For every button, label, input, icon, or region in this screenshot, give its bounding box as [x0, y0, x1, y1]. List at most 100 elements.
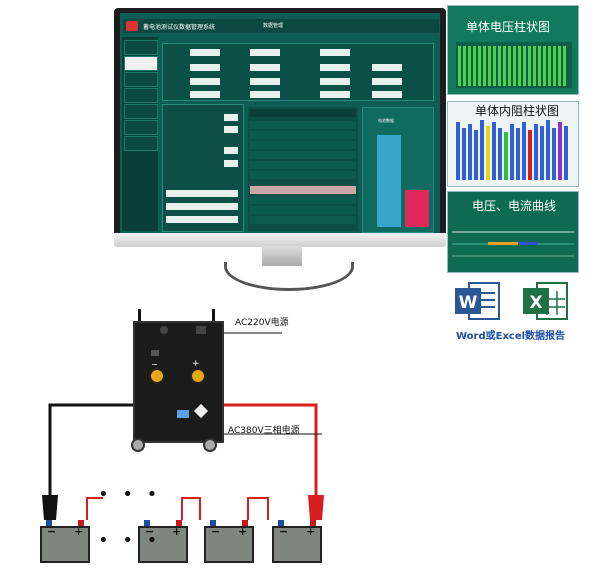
table-row[interactable] [250, 206, 356, 214]
battery-minus-sign: − [47, 525, 57, 538]
battery-positive-post [176, 520, 182, 526]
negative-terminal[interactable] [149, 368, 165, 384]
word-icon: W [455, 281, 501, 325]
battery-positive-post [78, 520, 84, 526]
battery-plus-sign: + [306, 525, 316, 538]
battery-link [247, 497, 269, 520]
sidebar-item[interactable] [124, 72, 158, 87]
device-minus-sign: − [151, 360, 158, 369]
settings-field[interactable] [224, 147, 238, 154]
table-row[interactable] [250, 196, 356, 204]
sidebar-item[interactable] [124, 104, 158, 119]
info-field[interactable] [190, 64, 220, 71]
chart-bar-blue [377, 135, 401, 227]
device-wheel [131, 438, 145, 452]
curve-panel [447, 191, 579, 273]
table-row[interactable] [250, 171, 356, 179]
resistance-bar-title: 单体内阻柱状图 [475, 104, 560, 118]
ac380-label: AC380V三相电源 [228, 426, 300, 436]
chart-bar-red [405, 190, 429, 227]
svg-text:X: X [529, 293, 542, 313]
battery-positive-post [242, 520, 248, 526]
table-row[interactable] [250, 141, 356, 149]
info-field[interactable] [190, 49, 220, 56]
table-row[interactable] [250, 161, 356, 169]
port-icon [160, 326, 168, 334]
app-logo-icon [126, 21, 138, 31]
tester-device [133, 321, 224, 443]
table-row[interactable] [250, 216, 356, 224]
series-ellipsis-bottom: • • • [98, 530, 162, 551]
battery-negative-post [46, 520, 52, 526]
device-wheel [203, 438, 217, 452]
battery-minus-sign: − [279, 525, 289, 538]
settings-field[interactable] [224, 160, 238, 167]
monitor-bezel [114, 233, 446, 247]
device-antenna [212, 309, 215, 323]
info-field[interactable] [372, 64, 402, 71]
battery-link [86, 497, 103, 520]
info-field[interactable] [250, 78, 280, 85]
info-field[interactable] [372, 91, 402, 98]
app-title-bar [123, 19, 439, 33]
table-row[interactable] [250, 121, 356, 129]
info-field[interactable] [320, 49, 350, 56]
voltage-bar-panel [447, 5, 579, 95]
battery-negative-post [278, 520, 284, 526]
monitor-stand [262, 246, 302, 266]
usb-port-icon [177, 410, 189, 418]
table-row[interactable] [250, 131, 356, 139]
battery-negative-post [210, 520, 216, 526]
device-plus-sign: + [192, 359, 200, 369]
red-clamp [308, 495, 324, 520]
voltage-bar-title: 单体电压柱状图 [466, 20, 551, 34]
settings-panel [162, 104, 244, 232]
settings-field[interactable] [224, 114, 238, 121]
switch-icon[interactable] [151, 350, 159, 356]
chart-panel-title: 电池数据 [378, 118, 394, 123]
positive-terminal[interactable] [190, 368, 206, 384]
battery-plus-sign: + [74, 525, 84, 538]
app-title: 蓄电池测试仪数据管理系统 [143, 24, 216, 31]
info-field[interactable] [250, 91, 280, 98]
power-socket-icon [196, 326, 206, 334]
battery-link [181, 497, 201, 520]
resistance-bar-chart [456, 120, 568, 180]
sidebar-item[interactable] [124, 120, 158, 135]
app-tab[interactable]: 数据管理 [263, 23, 284, 29]
settings-field[interactable] [224, 126, 238, 133]
settings-field[interactable] [166, 190, 238, 197]
settings-field[interactable] [166, 216, 238, 223]
voltage-bar-chart [456, 42, 572, 88]
info-field[interactable] [372, 78, 402, 85]
excel-icon: X [523, 281, 569, 325]
battery-positive-post [310, 520, 316, 526]
table-row[interactable] [250, 151, 356, 159]
sidebar-item[interactable] [124, 88, 158, 103]
report-label: Word或Excel数据报告 [456, 331, 566, 342]
battery-minus-sign: − [211, 525, 221, 538]
device-antenna [138, 309, 141, 323]
curve-chart [452, 231, 574, 257]
info-field[interactable] [250, 64, 280, 71]
series-ellipsis-top: • • • [98, 484, 162, 505]
table-row-alarm[interactable] [250, 186, 356, 194]
table-header [250, 109, 356, 117]
battery-plus-sign: + [172, 525, 182, 538]
svg-text:W: W [459, 293, 478, 313]
info-field[interactable] [320, 91, 350, 98]
info-field[interactable] [320, 78, 350, 85]
info-field[interactable] [320, 64, 350, 71]
resistance-bar-panel [447, 101, 579, 187]
info-field[interactable] [250, 49, 280, 56]
sidebar-item-active[interactable] [124, 56, 158, 71]
ac220-label: AC220V电源 [235, 318, 289, 328]
settings-field[interactable] [166, 203, 238, 210]
info-field[interactable] [190, 78, 220, 85]
info-field[interactable] [190, 91, 220, 98]
sidebar-item[interactable] [124, 136, 158, 151]
battery-plus-sign: + [238, 525, 248, 538]
sidebar-item[interactable] [124, 40, 158, 55]
battery-minus-sign: − [145, 525, 155, 538]
